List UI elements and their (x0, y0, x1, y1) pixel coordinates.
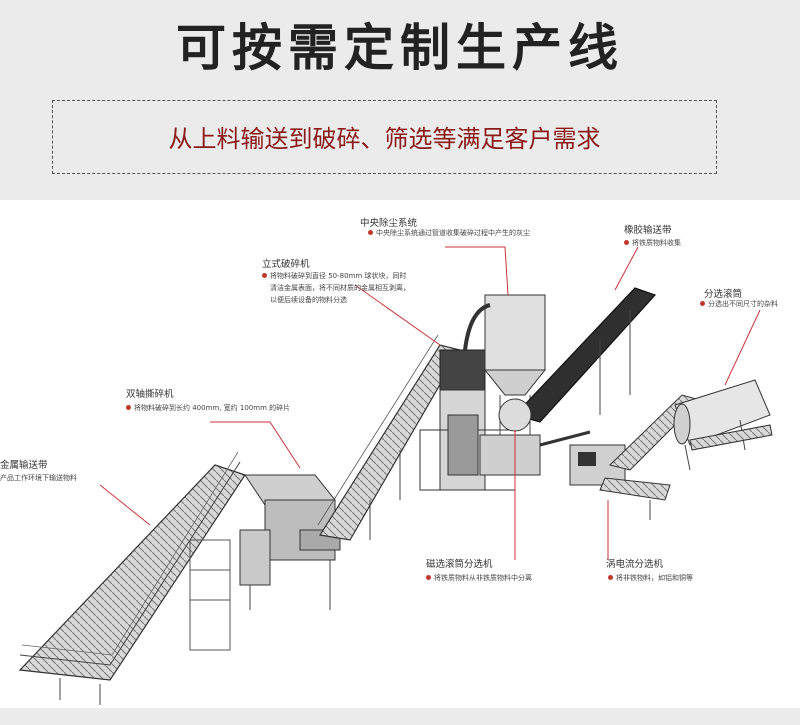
label-eddy-current-title: 涡电流分选机 (606, 559, 664, 570)
label-eddy-current-desc: 将非铁物料，如铝和铜等 (616, 574, 693, 582)
label-rubber-conveyor-title: 橡胶输送带 (624, 225, 672, 236)
sorting-drum-graphic (673, 379, 773, 471)
label-central-dust-desc: 中央除尘系统通过管道收集破碎过程中产生的灰尘 (376, 229, 530, 237)
metal-conveyor-graphic (18, 451, 246, 705)
bullet-icon (624, 240, 629, 245)
production-line-diagram: 中央除尘系统 中央除尘系统通过管道收集破碎过程中产生的灰尘 立式破碎机 将物料破… (0, 200, 800, 708)
bullet-icon (126, 405, 131, 410)
label-rubber-conveyor-desc: 将铁质物料收集 (632, 239, 681, 247)
bullet-icon (262, 273, 267, 278)
leader-vertical-crusher (354, 284, 441, 346)
page-title: 可按需定制生产线 (176, 18, 624, 77)
vertical-crusher-graphic (419, 349, 516, 491)
feed-conveyor-graphic (317, 334, 461, 541)
dual-shaft-shredder-graphic (239, 474, 341, 610)
label-magnetic-separator-title: 磁选滚筒分选机 (426, 559, 493, 570)
bullet-icon (700, 301, 705, 306)
leader-sorting-drum (724, 309, 761, 386)
header-banner: 可按需定制生产线 从上料输送到破碎、筛选等满足客户需求 (0, 0, 800, 200)
leader-metal-conveyor (99, 484, 151, 526)
subtitle-box: 从上料输送到破碎、筛选等满足客户需求 (52, 100, 717, 174)
label-metal-conveyor-desc: 产品工作环境下输送物料 (0, 474, 77, 482)
dust-collector-graphic (463, 294, 547, 435)
bullet-icon (608, 575, 613, 580)
leader-lines (99, 246, 761, 560)
label-magnetic-separator-desc: 将铁质物料从非铁质物料中分离 (434, 574, 532, 582)
machinery-illustration (18, 246, 773, 705)
page-subtitle: 从上料输送到破碎、筛选等满足客户需求 (168, 125, 601, 153)
label-metal-conveyor-title: 金属输送带 (0, 460, 48, 471)
leader-shredder (210, 421, 301, 469)
bullet-icon (426, 575, 431, 580)
label-sorting-drum-title: 分选滚筒 (704, 289, 743, 300)
label-shredder-title: 双轴撕碎机 (126, 389, 174, 400)
label-shredder-desc: 将物料破碎到长约 400mm, 宽约 100mm 的碎片 (134, 404, 291, 412)
rubber-conveyor-graphic (513, 287, 657, 423)
magnetic-separator-graphic (479, 398, 591, 476)
leader-central-dust (445, 246, 509, 296)
leader-rubber-conveyor (614, 246, 639, 291)
bullet-icon (368, 230, 373, 235)
label-central-dust-title: 中央除尘系统 (360, 218, 418, 229)
footer-band (0, 708, 800, 725)
label-vertical-crusher-title: 立式破碎机 (262, 259, 310, 270)
label-vertical-crusher-desc: 将物料破碎到直径 50-80mm 球状块，同时清洁金属表面，将不同材质的金属相互… (270, 272, 410, 304)
label-sorting-drum-desc: 分选出不同尺寸的杂料 (708, 300, 778, 308)
